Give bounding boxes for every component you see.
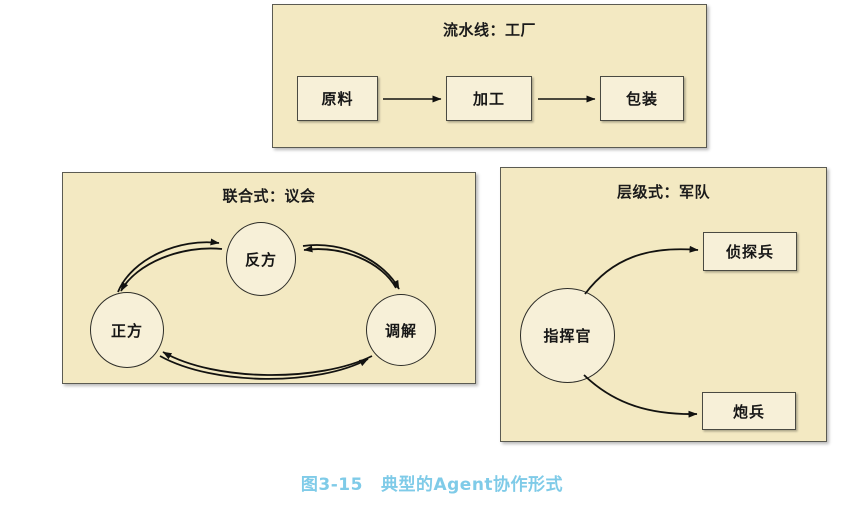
node-mediator-label: 调解 (384, 321, 417, 340)
node-packaging-label: 包装 (625, 90, 658, 108)
panel-pipeline-title: 流水线：工厂 (442, 21, 536, 39)
figure-caption-number: 图3-15 (300, 475, 363, 495)
node-processing[interactable]: 加工 (446, 76, 532, 121)
node-proposition-label: 正方 (110, 321, 143, 340)
node-artillery-label: 炮兵 (732, 402, 765, 421)
node-artillery[interactable]: 炮兵 (702, 392, 796, 430)
node-commander-label: 指挥官 (543, 327, 592, 345)
node-mediator[interactable]: 调解 (366, 294, 436, 366)
node-opposition[interactable]: 反方 (226, 222, 296, 296)
node-raw-material-label: 原料 (321, 90, 354, 108)
node-opposition-label: 反方 (244, 250, 277, 269)
node-packaging[interactable]: 包装 (600, 76, 684, 121)
node-raw-material[interactable]: 原料 (297, 76, 378, 121)
figure-caption: 图3-15 典型的Agent协作形式 (0, 470, 864, 495)
node-commander[interactable]: 指挥官 (520, 288, 615, 383)
figure-caption-text: 典型的Agent协作形式 (380, 475, 564, 495)
node-processing-label: 加工 (472, 90, 505, 108)
panel-federated-title: 联合式：议会 (222, 187, 316, 205)
node-proposition[interactable]: 正方 (90, 292, 164, 368)
node-scout[interactable]: 侦探兵 (703, 232, 797, 271)
node-scout-label: 侦探兵 (725, 243, 774, 261)
panel-hierarchical-title: 层级式：军队 (616, 183, 710, 201)
